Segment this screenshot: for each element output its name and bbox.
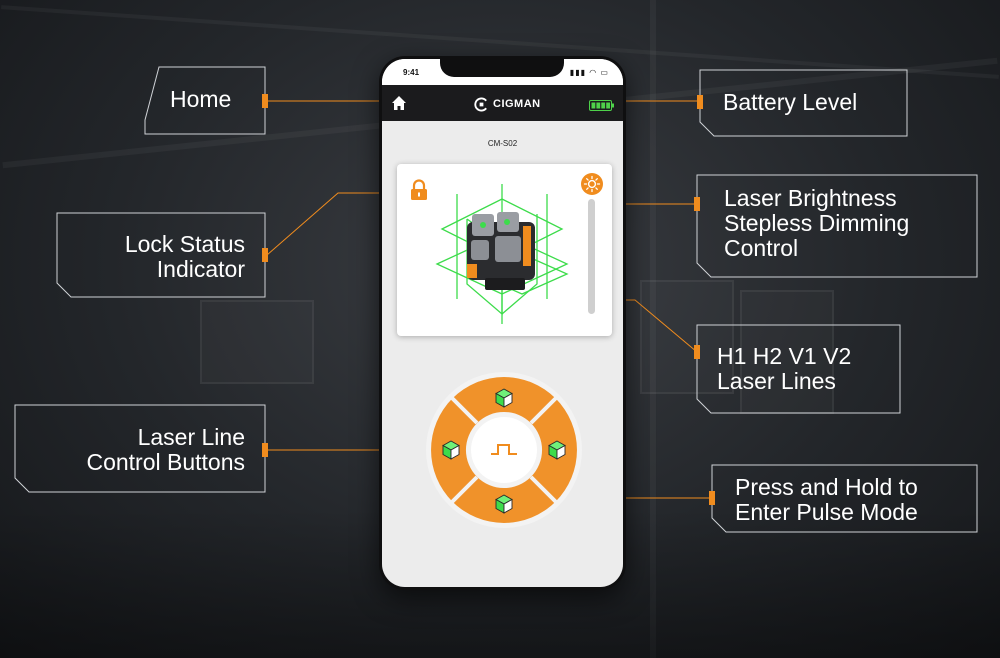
control-pad-graphic [426,372,582,528]
callout-frame [144,66,266,135]
callout-battery: Battery Level [697,69,908,137]
callout-brightness-line: Laser Brightness [724,185,897,211]
callout-marker [694,345,700,359]
brightness-slider-knob[interactable] [580,172,604,196]
laser-level-render [435,184,569,324]
cube-icon [495,388,513,408]
lock-icon [411,179,427,200]
laser-button-top[interactable] [452,377,556,424]
callout-battery-text: Battery Level [723,89,858,115]
callout-pulse-line: Press and Hold to [735,474,918,500]
device-name: CM-S02 [487,139,518,148]
callout-frame [699,69,908,137]
battery-cell [591,102,596,109]
callout-home-text: Home [170,86,232,112]
cube-icon [548,440,566,460]
battery-cell [601,102,606,109]
callout-laser-lines-line: Laser Lines [717,367,836,394]
battery-icon [589,100,614,111]
callout-buttons-line: Laser Line [137,424,245,450]
callout-brightness: Laser Brightness Stepless Dimming Contro… [694,174,978,278]
sun-icon [581,173,603,195]
home-icon [392,96,406,110]
phone-mockup: 9:41 ▮▮▮ ◠ ▭ CIGMAN [379,56,626,590]
callout-marker [262,94,268,108]
callout-brightness-line: Stepless Dimming [724,209,910,236]
callout-frame [56,212,266,298]
callout-buttons-line: Control Buttons [86,448,245,475]
status-time: 9:41 [403,68,420,77]
laser-button-bottom[interactable] [452,476,556,523]
callout-lock-line: Lock Status [124,231,245,257]
callout-buttons: Laser Line Control Buttons [14,404,268,493]
home-button[interactable] [388,92,410,114]
battery-cell [596,102,601,109]
app-name: CIGMAN [493,98,541,110]
callout-frame [696,174,978,278]
background-window [200,300,314,384]
battery-cell [606,102,610,109]
laser-preview-card [397,164,612,336]
callout-brightness-line: Control [724,234,799,261]
callout-home: Home [144,66,268,135]
pulse-wave-icon [491,444,517,455]
callout-frame [711,464,978,533]
laser-control-pad [425,371,583,529]
callout-marker [697,95,703,109]
phone-notch [440,59,564,77]
cigman-logo-icon [474,96,487,112]
laser-button-right[interactable] [530,398,577,502]
callout-frame [14,404,266,493]
callout-pulse-line: Enter Pulse Mode [735,498,918,525]
callout-frame [696,324,901,414]
cube-icon [495,494,513,514]
callout-marker [262,248,268,262]
lock-button[interactable] [409,179,429,201]
callout-lock-line: Indicator [156,255,245,282]
app-nav-bar: CIGMAN [382,85,623,121]
callout-pulse: Press and Hold to Enter Pulse Mode [709,464,978,533]
laser-button-left[interactable] [431,398,478,502]
app-logo: CIGMAN [474,95,541,113]
callout-marker [709,491,715,505]
callout-marker [694,197,700,211]
phone-screen: 9:41 ▮▮▮ ◠ ▭ CIGMAN [382,59,623,587]
status-icons: ▮▮▮ ◠ ▭ [569,68,609,77]
battery-indicator [589,98,615,111]
callout-lock: Lock Status Indicator [56,212,268,298]
pulse-mode-button[interactable] [471,417,537,483]
callout-laser-lines: H1 H2 V1 V2 Laser Lines [694,324,901,414]
status-bar: 9:41 ▮▮▮ ◠ ▭ [382,59,623,85]
callout-marker [262,443,268,457]
brightness-slider-track[interactable] [588,199,595,314]
cube-icon [442,440,460,460]
callout-laser-lines-line: H1 H2 V1 V2 [717,343,852,369]
